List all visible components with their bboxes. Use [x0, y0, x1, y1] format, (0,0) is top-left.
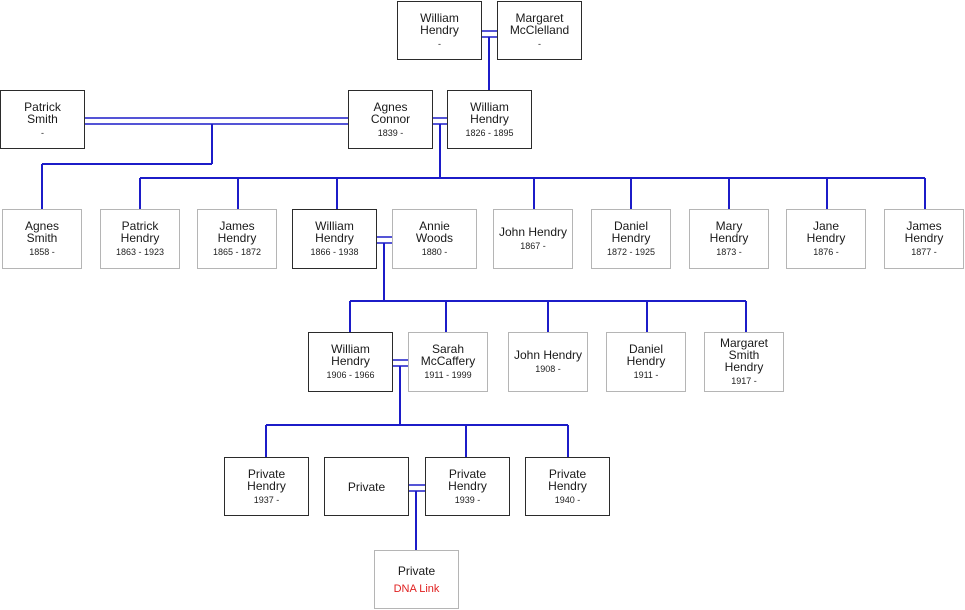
person-dates: 1877 - — [911, 247, 937, 257]
person-dates: 1940 - — [554, 494, 581, 505]
person-name: Private Hendry — [247, 466, 286, 493]
person-name: John Hendry — [498, 225, 568, 239]
person-card[interactable]: Mary Hendry 1873 - — [689, 209, 769, 269]
person-name: Daniel Hendry — [611, 219, 651, 245]
person-card[interactable]: William Hendry 1866 - 1938 — [292, 209, 377, 269]
person-dates: 1937 - — [253, 494, 280, 505]
person-card[interactable]: Jane Hendry 1876 - — [786, 209, 866, 269]
person-card[interactable]: John Hendry 1908 - — [508, 332, 588, 392]
person-dates: 1880 - — [421, 247, 448, 257]
person-card[interactable]: James Hendry 1877 - — [884, 209, 964, 269]
person-dates: 1863 - 1923 — [115, 247, 165, 257]
person-dates: 1866 - 1938 — [310, 247, 359, 257]
person-card[interactable]: Daniel Hendry 1872 - 1925 — [591, 209, 671, 269]
person-card[interactable]: Private — [324, 457, 409, 516]
person-card[interactable]: Margaret Smith Hendry 1917 - — [704, 332, 784, 392]
person-card[interactable]: William Hendry- — [397, 1, 482, 60]
person-name: William Hendry — [331, 342, 370, 368]
person-name: Jane Hendry — [806, 219, 846, 245]
person-card[interactable]: William Hendry 1906 - 1966 — [308, 332, 393, 392]
person-name: John Hendry — [513, 348, 583, 362]
person-name: Private Hendry — [548, 466, 587, 493]
person-dates: - — [41, 127, 44, 138]
person-name: Patrick Hendry — [120, 219, 160, 245]
person-card[interactable]: Agnes Smith 1858 - — [2, 209, 82, 269]
person-name: James Hendry — [217, 219, 257, 245]
person-name: William Hendry — [470, 99, 509, 126]
person-dates: 1917 - — [731, 376, 757, 386]
person-dates: - — [438, 38, 441, 49]
person-card[interactable]: Patrick Smith- — [0, 90, 85, 149]
person-dates: - — [538, 38, 541, 49]
person-dates: 1865 - 1872 — [212, 247, 262, 257]
person-dates: 1939 - — [454, 494, 481, 505]
person-name: James Hendry — [904, 219, 944, 245]
person-dates: 1826 - 1895 — [465, 127, 514, 138]
person-card[interactable]: James Hendry 1865 - 1872 — [197, 209, 277, 269]
person-name: Annie Woods — [415, 219, 454, 245]
person-dates: 1858 - — [29, 247, 55, 257]
person-dates: 1867 - — [520, 241, 546, 251]
person-name: William Hendry — [315, 219, 354, 245]
person-name: Mary Hendry — [709, 219, 749, 245]
person-name: Sarah McCaffery — [420, 342, 476, 368]
dna-link[interactable]: DNA Link — [393, 582, 440, 595]
person-name: Margaret Smith Hendry — [719, 336, 769, 374]
person-name: Margaret McClelland — [509, 10, 570, 37]
person-dates: 1839 - — [377, 127, 404, 138]
person-name: Agnes Smith — [24, 219, 60, 245]
person-name: Private — [397, 563, 436, 578]
person-card[interactable]: Sarah McCaffery 1911 - 1999 — [408, 332, 488, 392]
person-name: Patrick Smith — [24, 99, 61, 126]
person-card[interactable]: Patrick Hendry 1863 - 1923 — [100, 209, 180, 269]
person-card[interactable]: Annie Woods 1880 - — [392, 209, 477, 269]
person-card[interactable]: John Hendry 1867 - — [493, 209, 573, 269]
person-card[interactable]: Margaret McClelland- — [497, 1, 582, 60]
person-dates: 1872 - 1925 — [606, 247, 656, 257]
person-card[interactable]: Daniel Hendry 1911 - — [606, 332, 686, 392]
person-dates: 1908 - — [535, 364, 561, 374]
person-name: William Hendry — [420, 10, 459, 37]
person-dates: 1911 - 1999 — [424, 370, 472, 380]
person-name: Private — [347, 479, 386, 494]
person-name: Daniel Hendry — [626, 342, 666, 368]
person-dates: 1906 - 1966 — [326, 370, 375, 380]
person-dates: 1873 - — [716, 247, 742, 257]
person-dates: 1876 - — [813, 247, 839, 257]
person-dates: 1911 - — [633, 370, 659, 380]
person-name: Private Hendry — [448, 466, 487, 493]
person-name: Agnes Connor — [370, 99, 411, 126]
